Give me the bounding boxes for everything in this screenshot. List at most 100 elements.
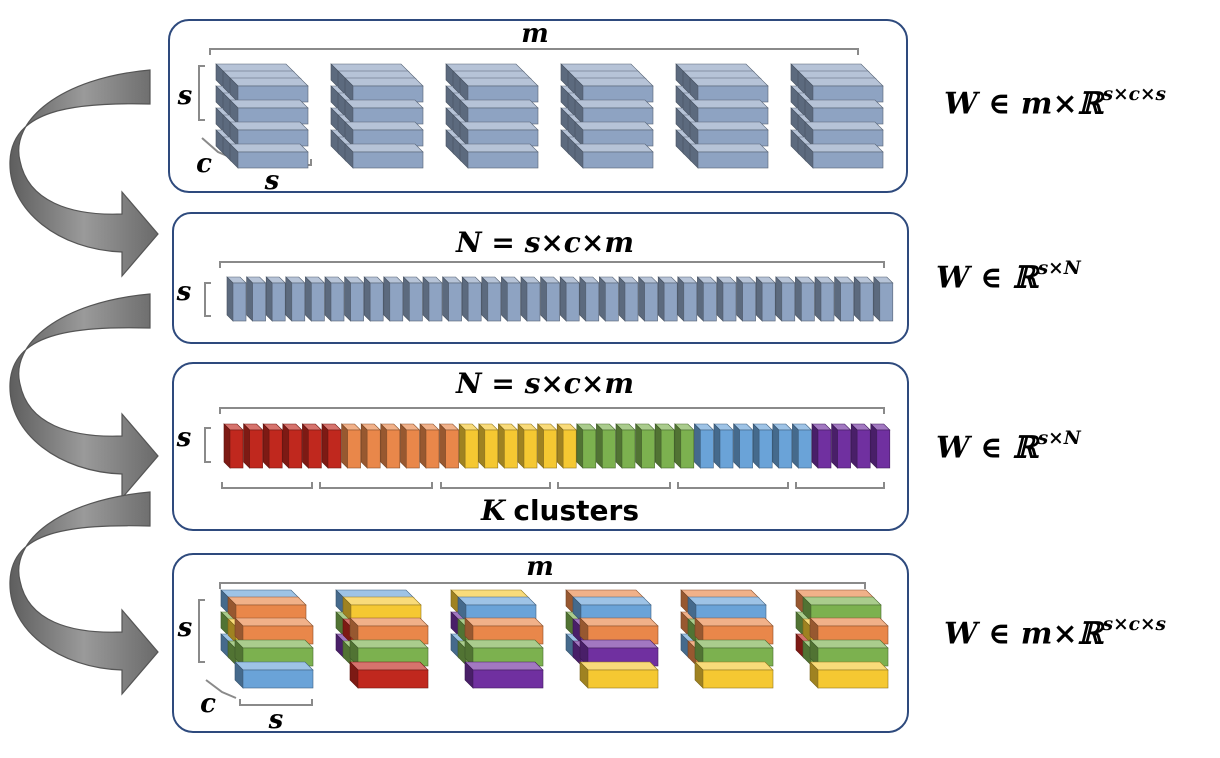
panel3-column [262,423,283,469]
cluster-bracket-2 [319,482,433,489]
panel2-column [461,276,482,322]
panel1-block [574,99,654,125]
panel3-column [517,423,538,469]
panel3-column [634,423,656,469]
panel3-column [713,423,734,469]
panel3-column [791,423,813,469]
panel2-n-bracket [219,261,885,268]
panel3-formula: W ∈ ℝs×N [936,428,1081,465]
panel4-block [579,661,659,689]
panel3-column [811,423,832,469]
panel4-s-bottom-bracket [239,699,313,706]
panel4-stack-3 [450,589,544,689]
panel3-column [576,423,597,469]
panel2-column [853,276,874,322]
panel3-column [438,423,460,469]
cluster-bracket-3 [440,482,551,489]
panel3-column [497,423,519,469]
panel2-column [833,276,855,322]
panel4-block [579,617,659,645]
panel1-m-bracket [209,48,859,55]
panel4-block [234,617,314,645]
panel2-column [343,276,365,322]
panel4-block [342,596,422,622]
panel2-column [775,276,796,322]
panel2-column [794,276,816,322]
panel4-stack-2 [335,589,429,689]
panel3-column [282,423,303,469]
panel2-column [618,276,639,322]
panel4-block [694,639,774,667]
panel3-column [242,423,264,469]
panel4-s-bottom-label: s [268,705,284,735]
panel3-column [752,423,773,469]
panel1-stack-6 [790,63,884,169]
panel2-column [363,276,384,322]
panel4-block [349,661,429,689]
panel2-column [245,276,267,322]
panel1-block [459,121,539,147]
panel4-m-label: m [526,552,554,582]
panel4-block [694,617,774,645]
panel4-block [694,661,774,689]
panel2-column [873,276,894,322]
panel3-column [654,423,675,469]
panel2-column [481,276,502,322]
panel3-column [301,423,323,469]
panel1-block [459,99,539,125]
panel4-block [464,617,544,645]
panel4-block [234,661,314,689]
cluster-k-label: K [480,494,507,527]
panel3-s-label: s [176,423,192,453]
panel3-column [850,423,871,469]
panel3-column [321,423,342,469]
panel2-formula-lhs: W ∈ ℝ [936,260,1038,296]
panel3-column [360,423,381,469]
cluster-bracket-1 [221,482,313,489]
panel3-column [870,423,891,469]
panel4-stack-4 [565,589,659,689]
panel2-n-label: N = s×c×m [455,226,634,259]
panel4-block [809,639,889,667]
panel1-block [344,99,424,125]
panel4-block [802,596,882,622]
panel3-s-bracket [204,427,211,463]
panel2-column [579,276,600,322]
panel1-block [574,121,654,147]
panel2-column [500,276,522,322]
panel2-column [441,276,463,322]
panel2-column [559,276,580,322]
panel3-column [556,423,577,469]
panel1-block [804,121,884,147]
panel4-block [579,639,659,667]
panel1-c-label: c [196,149,212,179]
panel1-m-label: m [521,19,549,49]
panel2-column [402,276,424,322]
panel1-stack-4 [560,63,654,169]
panel1-block [229,99,309,125]
panel3-column [536,423,558,469]
panel2-s-label: s [176,277,192,307]
panel3-column [419,423,440,469]
panel4-block [572,596,652,622]
panel3-column [674,423,695,469]
curved-down-arrow-icon-2 [9,293,159,500]
panel1-block [689,99,769,125]
panel1-formula: W ∈ m×ℝs×c×s [944,84,1166,121]
panel2-column [304,276,326,322]
cluster-bracket-5 [677,482,789,489]
panel1-stack-1 [215,63,309,169]
panel2-column [383,276,404,322]
panel2-formula-sup: s×N [1037,258,1081,279]
panel1-block [689,77,769,103]
panel4-stack-1 [220,589,314,689]
panel2-column [285,276,306,322]
panel4-block [464,639,544,667]
panel1-block [459,143,539,169]
panel1-block [574,143,654,169]
panel2-column [755,276,776,322]
panel3-column [615,423,636,469]
panel2-column [324,276,345,322]
panel2-column [696,276,718,322]
